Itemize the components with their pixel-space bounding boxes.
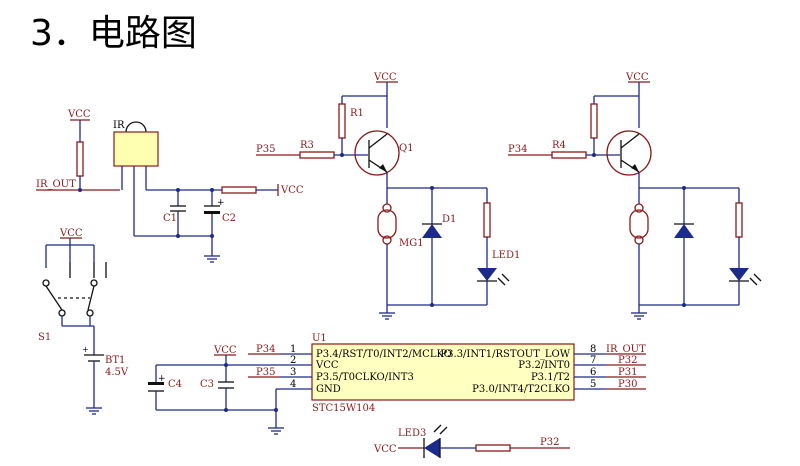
svg-text:+: + (158, 374, 166, 384)
vcc-label-q1: VCC (373, 72, 397, 83)
led1-diode (477, 268, 497, 281)
s1-label: S1 (38, 332, 51, 343)
ir-receiver-section: VCC IR_OUT IR C1 + C2 (36, 109, 304, 263)
pin-3-name: P3.5/T0CLKO/INT3 (316, 372, 414, 383)
c4-label: C4 (168, 379, 182, 390)
q1-transistor (354, 130, 400, 176)
mg1-label: MG1 (399, 238, 424, 249)
pin-5-name: P3.0/INT4/T2CLKO (472, 384, 570, 395)
pin-8-name: P3.3/INT1/RSTOUT_LOW (440, 349, 570, 360)
net-p31: P31 (618, 367, 637, 378)
q1-label: Q1 (399, 143, 414, 154)
d1-label: D1 (442, 214, 456, 225)
led3-label: LED3 (398, 428, 426, 439)
net-p32-led3: P32 (540, 437, 559, 448)
pin-4-name: GND (316, 384, 341, 395)
vcc-label-q2: VCC (625, 72, 649, 83)
pin-6-name: P3.1/T2 (531, 372, 570, 383)
mcu-chip (311, 343, 575, 401)
mcu-section: U1 STC15W104 1 2 3 4 P3.4/RST/T0/INT2/MC… (148, 333, 646, 435)
pin-7-num: 7 (590, 355, 596, 366)
r4-resistor (551, 151, 587, 159)
ir-pullup-resistor (76, 141, 84, 177)
vcc-label-ir2: VCC (280, 185, 304, 196)
page-title: 3．电路图 (30, 13, 197, 54)
pin-6-num: 6 (590, 367, 596, 378)
q2-transistor (606, 130, 652, 176)
c1-label: C1 (163, 213, 177, 224)
pin-8-num: 8 (590, 344, 596, 355)
c3-label: C3 (200, 379, 214, 390)
net-ir-out: IR_OUT (606, 344, 646, 355)
net-p32: P32 (618, 355, 637, 366)
pin-5-num: 5 (590, 379, 596, 390)
led3-diode (424, 438, 440, 458)
r4-label: R4 (552, 140, 566, 151)
svg-text:+: + (82, 345, 89, 354)
vcc-label-mcu: VCC (213, 345, 237, 356)
motor-2 (629, 209, 649, 239)
pin-1-num: 1 (290, 344, 296, 355)
chip-name: STC15W104 (312, 403, 375, 414)
p35-label: P35 (256, 144, 275, 155)
pin-1-name: P3.4/RST/T0/INT2/MCLKO (316, 349, 452, 360)
svg-text:+: + (217, 198, 225, 208)
p34-label: P34 (508, 144, 527, 155)
pin-3-num: 3 (290, 367, 296, 378)
ir-receiver-component (113, 131, 159, 167)
battery-switch-section: VCC S1 + BT1 4.5V (38, 228, 129, 415)
net-p35: P35 (256, 367, 275, 378)
ir-series-resistor (221, 186, 257, 194)
net-p30: P30 (618, 379, 637, 390)
vcc-label-led3: VCC (373, 444, 397, 455)
vcc-label-ir: VCC (67, 109, 91, 120)
motor-driver-q1: VCC R1 P35 R3 Q1 MG1 D1 (256, 72, 520, 320)
led1-resistor (483, 202, 491, 238)
r3-resistor (299, 151, 335, 159)
led3-section: VCC LED3 P32 (373, 424, 570, 458)
mg1-motor (377, 209, 397, 239)
c2-label: C2 (222, 213, 236, 224)
ir-label: IR (113, 120, 125, 131)
r1-label: R1 (350, 108, 364, 119)
pin-4-num: 4 (290, 379, 296, 390)
led3-resistor (475, 444, 511, 452)
led1-label: LED1 (492, 250, 520, 261)
bt1-label: BT1 (105, 355, 125, 366)
u1-label: U1 (312, 333, 327, 344)
r3-label: R3 (300, 140, 314, 151)
bt1-voltage: 4.5V (105, 367, 129, 378)
pin-2-name: VCC (315, 360, 339, 371)
motor-driver-2: VCC P34 R4 (508, 72, 762, 320)
ir-out-label: IR_OUT (36, 179, 76, 190)
vcc-label-sw: VCC (59, 228, 83, 239)
r2-resistor (590, 103, 598, 139)
net-p34: P34 (256, 344, 275, 355)
r1-resistor (338, 103, 346, 139)
pin-7-name: P3.2/INT0 (518, 360, 570, 371)
pin-2-num: 2 (290, 355, 296, 366)
